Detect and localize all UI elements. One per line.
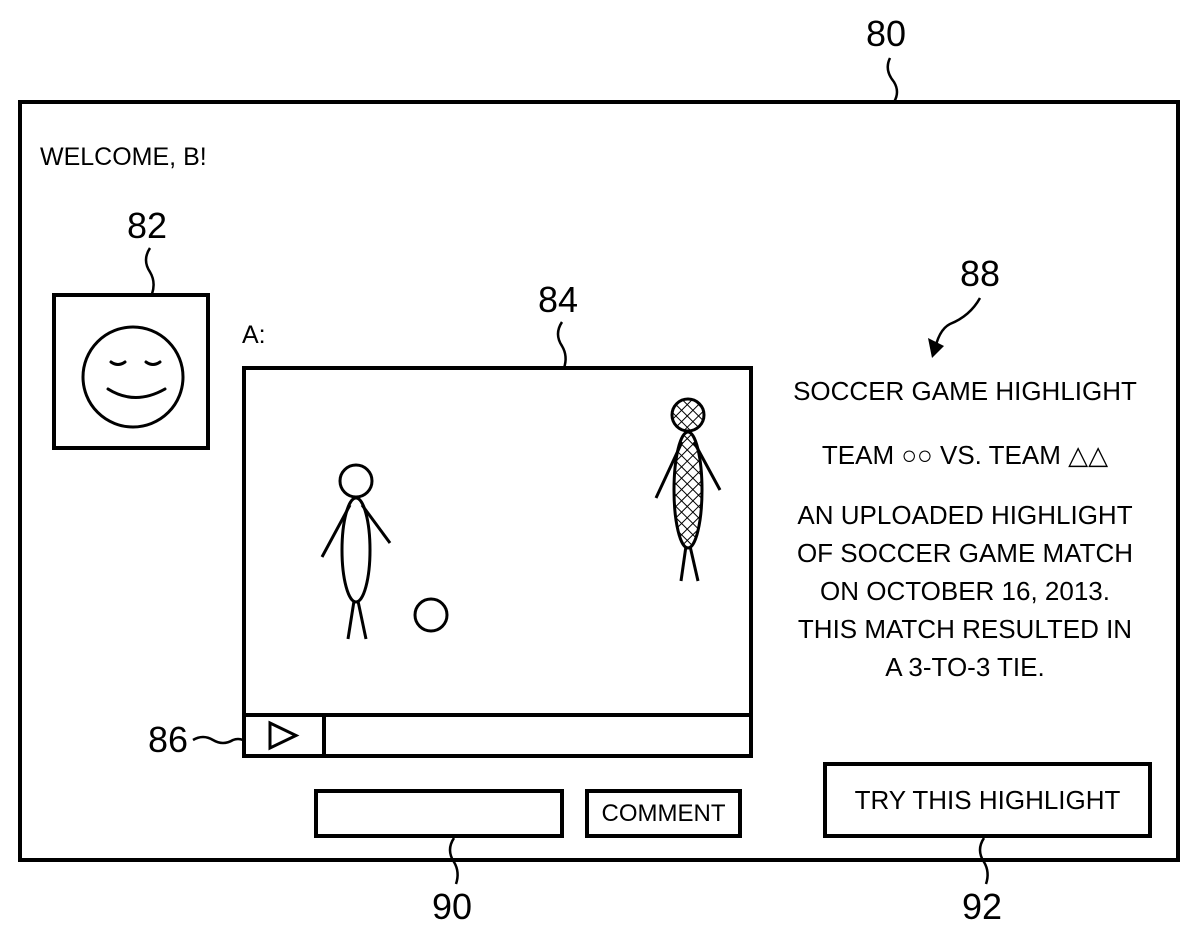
description-line: ON OCTOBER 16, 2013. — [820, 576, 1110, 606]
comment-button[interactable]: COMMENT — [585, 789, 742, 838]
welcome-message: WELCOME, B! — [40, 143, 207, 171]
video-frame — [320, 397, 722, 640]
teams-line: TEAM ○○ VS. TEAM △△ — [821, 440, 1109, 470]
try-highlight-button[interactable]: TRY THIS HIGHLIGHT — [823, 762, 1152, 838]
poster-label: A: — [242, 321, 266, 349]
description-line: A 3-TO-3 TIE. — [885, 652, 1045, 682]
highlight-description: SOCCER GAME HIGHLIGHT TEAM ○○ VS. TEAM △… — [762, 372, 1168, 686]
ref-numeral-86: 86 — [148, 719, 189, 760]
video-player[interactable] — [242, 366, 753, 758]
smiley-face-icon — [81, 325, 185, 429]
leader-line-80 — [886, 57, 899, 103]
avatar[interactable] — [52, 293, 210, 450]
highlight-title: SOCCER GAME HIGHLIGHT — [793, 376, 1137, 406]
player-figure-icon — [320, 463, 392, 640]
description-line: THIS MATCH RESULTED IN — [797, 614, 1133, 644]
playback-controls — [242, 713, 753, 758]
ref-numeral-84: 84 — [538, 279, 579, 320]
ref-numeral-80: 80 — [866, 13, 907, 54]
ball-icon — [413, 597, 449, 633]
ref-numeral-82: 82 — [127, 205, 168, 246]
play-icon — [268, 720, 300, 751]
comment-input[interactable] — [314, 789, 564, 838]
description-line: OF SOCCER GAME MATCH — [796, 538, 1134, 568]
ref-numeral-88: 88 — [960, 253, 1001, 294]
ref-numeral-90: 90 — [432, 886, 473, 927]
play-button[interactable] — [246, 717, 326, 754]
ref-numeral-92: 92 — [962, 886, 1003, 927]
opponent-figure-icon — [654, 397, 722, 582]
seek-bar[interactable] — [326, 717, 749, 754]
description-line: AN UPLOADED HIGHLIGHT — [797, 500, 1133, 530]
screen-frame — [18, 100, 1180, 862]
